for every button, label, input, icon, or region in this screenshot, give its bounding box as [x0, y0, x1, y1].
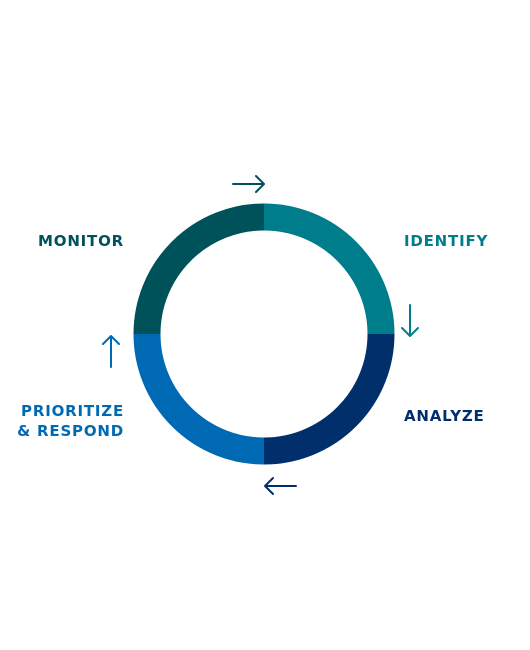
- stage-label-analyze-text: ANALYZE: [404, 407, 485, 425]
- stage-label-analyze: ANALYZE: [404, 406, 485, 426]
- arrow-up-icon: [102, 335, 120, 368]
- stage-label-monitor-text: MONITOR: [38, 232, 124, 250]
- flow-arrows: [102, 175, 419, 495]
- stage-label-identify: IDENTIFY: [404, 231, 488, 251]
- stage-label-prioritize: PRIORITIZE & RESPOND: [17, 401, 124, 441]
- arrow-right-icon: [232, 175, 265, 193]
- ring-segment-prioritize: [133, 333, 265, 465]
- stage-label-prioritize-line2: & RESPOND: [17, 422, 124, 440]
- ring-segment-monitor: [133, 203, 265, 335]
- cycle-ring: [133, 203, 395, 465]
- ring-segment-identify: [263, 203, 395, 335]
- stage-label-prioritize-line1: PRIORITIZE: [21, 402, 124, 420]
- arrow-left-icon: [264, 477, 297, 495]
- stage-label-identify-text: IDENTIFY: [404, 232, 489, 250]
- ring-segment-analyze: [263, 333, 395, 465]
- stage-label-monitor: MONITOR: [38, 231, 124, 251]
- arrow-down-icon: [401, 304, 419, 337]
